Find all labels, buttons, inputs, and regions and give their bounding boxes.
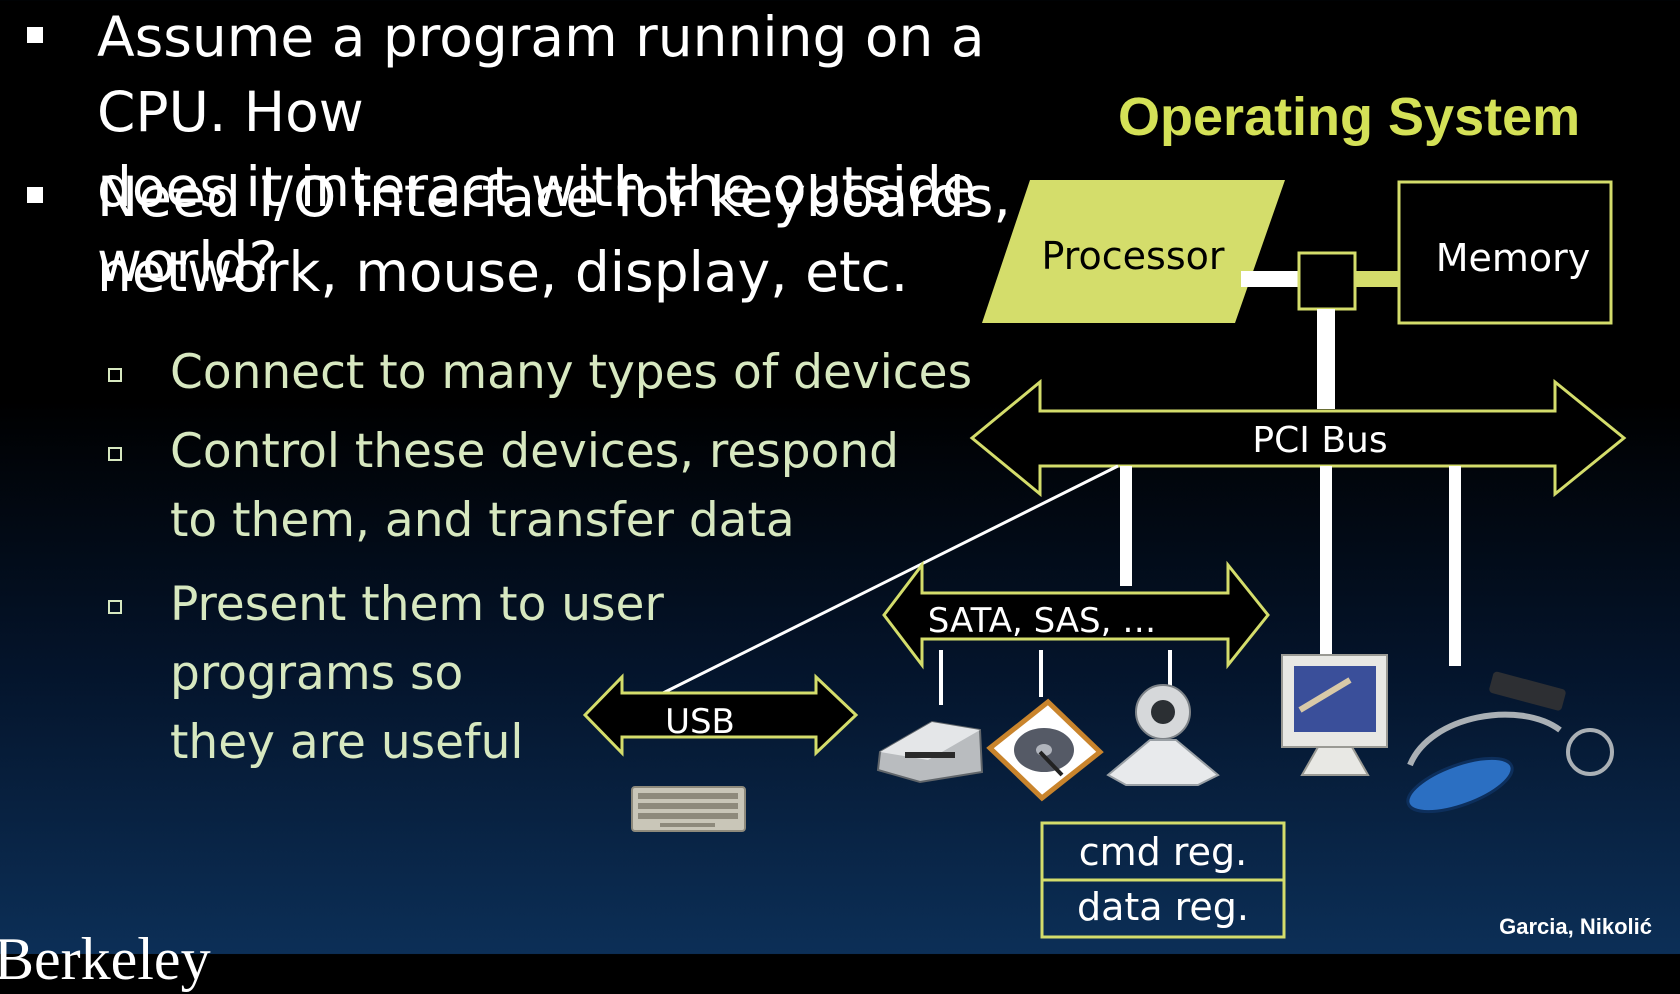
bullet-list: Assume a program running on a CPU. How d…	[27, 0, 1100, 777]
pci-bus-label: PCI Bus	[1252, 420, 1387, 461]
processor-box	[982, 180, 1285, 323]
sub-bullet-marker	[108, 447, 122, 461]
data-register-box	[1040, 878, 1286, 939]
bullet-marker	[27, 187, 43, 203]
webcam-icon	[1106, 684, 1220, 786]
sata-bus-arrow	[882, 560, 1270, 670]
memory-box	[1397, 180, 1613, 325]
processor-link	[1241, 271, 1299, 287]
bullet-item: Assume a program running on a CPU. How d…	[27, 0, 1100, 300]
bridge-box	[1297, 251, 1357, 311]
author-credit: Garcia, Nikolić	[1499, 914, 1652, 939]
keyboard-icon	[631, 786, 746, 832]
processor-label: Processor	[1041, 234, 1224, 278]
sub-bullet-text: Connect to many types of devices	[170, 345, 973, 400]
bullet-marker	[27, 27, 43, 43]
pci-drop-monitor	[1320, 466, 1332, 654]
sub-bullet-item: Control these devices, respond to them, …	[108, 417, 899, 555]
memory-link	[1355, 271, 1400, 287]
university-logo-fragment: Berkeley	[0, 926, 211, 992]
sub-bullet-marker	[108, 600, 122, 614]
usb-label: USB	[665, 702, 735, 742]
usb-link	[654, 464, 1119, 699]
sata-drop-webcam	[1168, 650, 1172, 687]
sub-bullet-text: Control these devices, respond to them, …	[170, 424, 899, 548]
memory-label: Memory	[1436, 236, 1591, 280]
headset-icon	[1406, 671, 1614, 814]
monitor-icon	[1281, 654, 1388, 776]
bullet-text: Assume a program running on a CPU. How d…	[97, 5, 985, 294]
sata-bus-label: SATA, SAS, …	[928, 601, 1157, 641]
sata-drop-scanner	[939, 650, 943, 705]
bullet-text: Need I/O interface for keyboards, networ…	[97, 165, 1011, 304]
usb-arrow	[582, 673, 859, 757]
sub-bullet-item: Present them to user programs so they ar…	[108, 570, 664, 777]
pci-drop-sata	[1120, 466, 1132, 586]
data-register-label: data reg.	[1077, 885, 1249, 929]
scanner-icon	[876, 720, 984, 784]
bullet-item: Need I/O interface for keyboards, networ…	[27, 160, 1011, 310]
sata-drop-drive	[1039, 650, 1043, 697]
sub-bullet-marker	[108, 368, 122, 382]
bridge-link	[1317, 309, 1335, 409]
cmd-register-label: cmd reg.	[1079, 830, 1247, 874]
hard-drive-icon	[986, 698, 1104, 802]
pci-drop-headset	[1449, 466, 1461, 666]
sub-bullet-text: Present them to user programs so they ar…	[170, 577, 664, 770]
diagram-title: Operating System	[1118, 87, 1580, 147]
io-diagram: Operating System Processor Memory PCI Bu…	[582, 87, 1627, 939]
sub-bullet-item: Connect to many types of devices	[108, 338, 973, 407]
